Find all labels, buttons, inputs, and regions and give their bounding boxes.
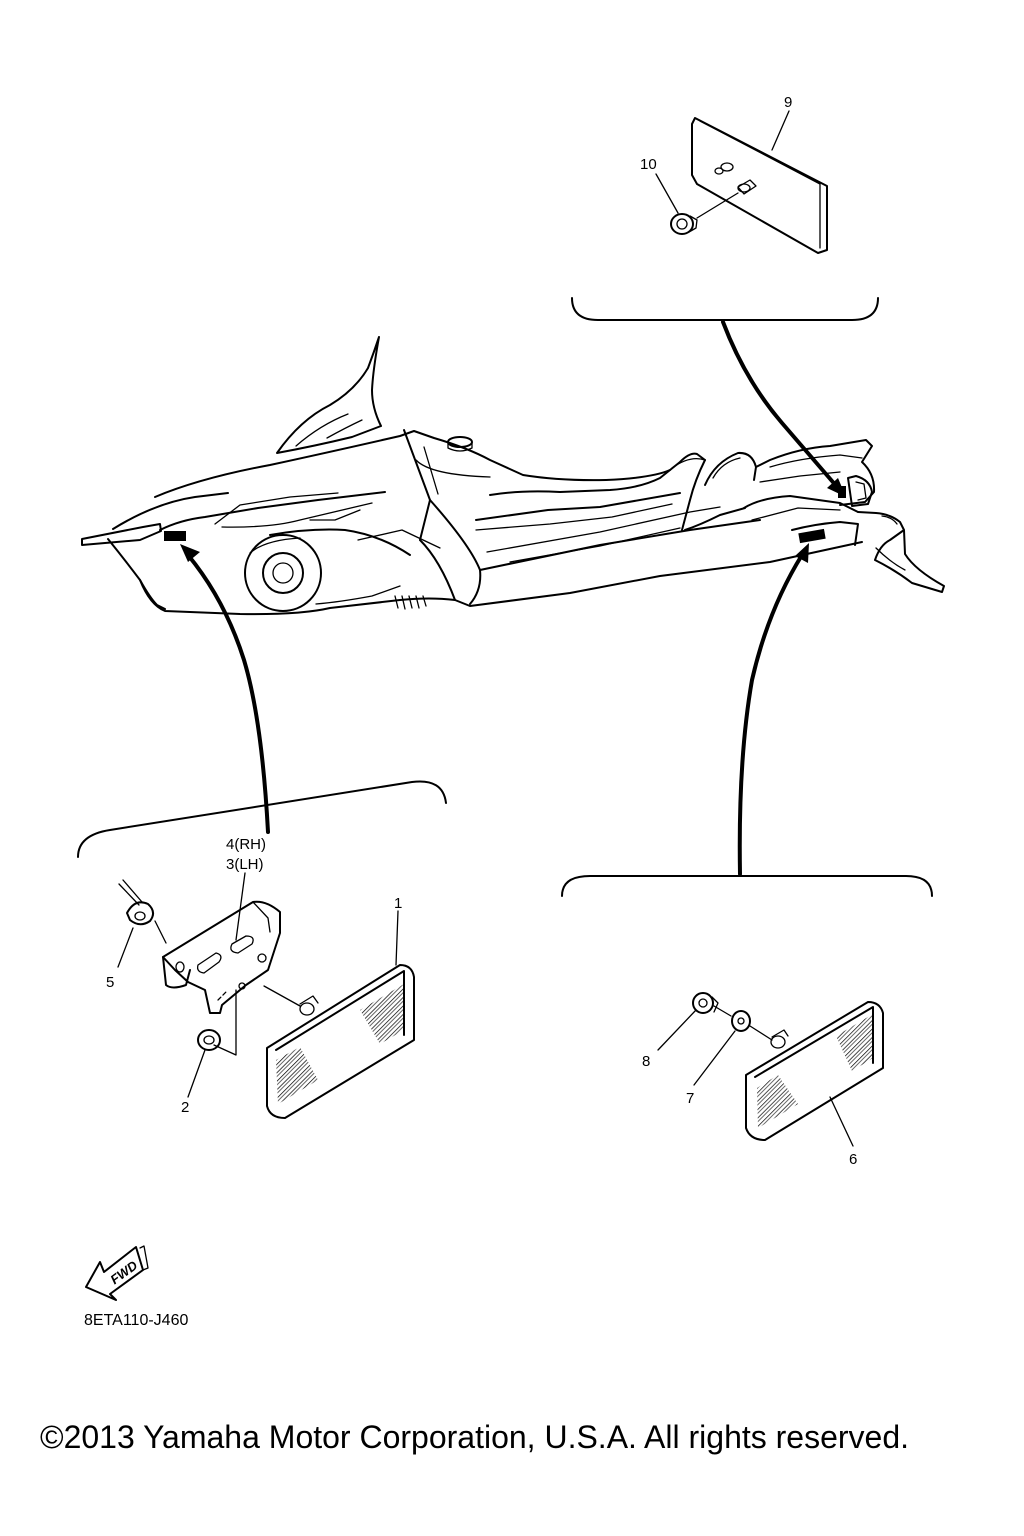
callout-9: 9 [784, 94, 792, 111]
leader-7 [693, 1030, 736, 1086]
callout-5: 5 [106, 974, 114, 991]
bracket-part-3-4 [162, 900, 281, 1056]
nut-part-10 [670, 213, 698, 235]
leader-1 [395, 910, 399, 966]
rear-reflector-location [798, 528, 826, 544]
forward-direction-arrow: FWD [85, 1245, 149, 1301]
callout-1: 1 [394, 895, 402, 912]
leader-2 [187, 1049, 206, 1098]
drawing-code: 8ETA110-J460 [84, 1312, 188, 1329]
leader-6 [829, 1096, 854, 1147]
reflector-part-1 [266, 964, 415, 1119]
callout-7: 7 [686, 1090, 694, 1107]
leader-3-4 [235, 872, 246, 941]
front-reflector-detail: 1 4(RH) 3(LH) 5 2 [77, 780, 447, 1119]
leader-10 [655, 173, 679, 214]
callout-2: 2 [181, 1099, 189, 1116]
detail-bracket-left [77, 780, 447, 858]
callout-4-rh: 4(RH) [226, 836, 266, 853]
rivet-part-5 [118, 879, 154, 926]
snowmobile-illustration [81, 336, 945, 616]
front-reflector-location [164, 531, 186, 541]
detail-bracket-top [571, 297, 879, 321]
rear-reflector-detail: 8 7 6 [561, 875, 933, 1168]
callout-10: 10 [640, 156, 657, 173]
rear-plate-detail: 9 10 [571, 94, 879, 321]
leader-9 [771, 110, 790, 151]
detail-bracket-right [561, 875, 933, 897]
plate-part-9 [691, 117, 828, 254]
nut-part-8 [692, 992, 719, 1014]
callout-3-lh: 3(LH) [226, 856, 264, 873]
callout-8: 8 [642, 1053, 650, 1070]
callout-6: 6 [849, 1151, 857, 1168]
copyright-notice: ©2013 Yamaha Motor Corporation, U.S.A. A… [40, 1419, 909, 1455]
connector-arrows [180, 320, 846, 876]
leader-8 [657, 1009, 697, 1051]
reflector-part-6 [745, 1001, 884, 1141]
leader-5 [117, 927, 134, 968]
nut-part-2 [197, 1029, 221, 1051]
washer-part-7 [731, 1010, 751, 1032]
